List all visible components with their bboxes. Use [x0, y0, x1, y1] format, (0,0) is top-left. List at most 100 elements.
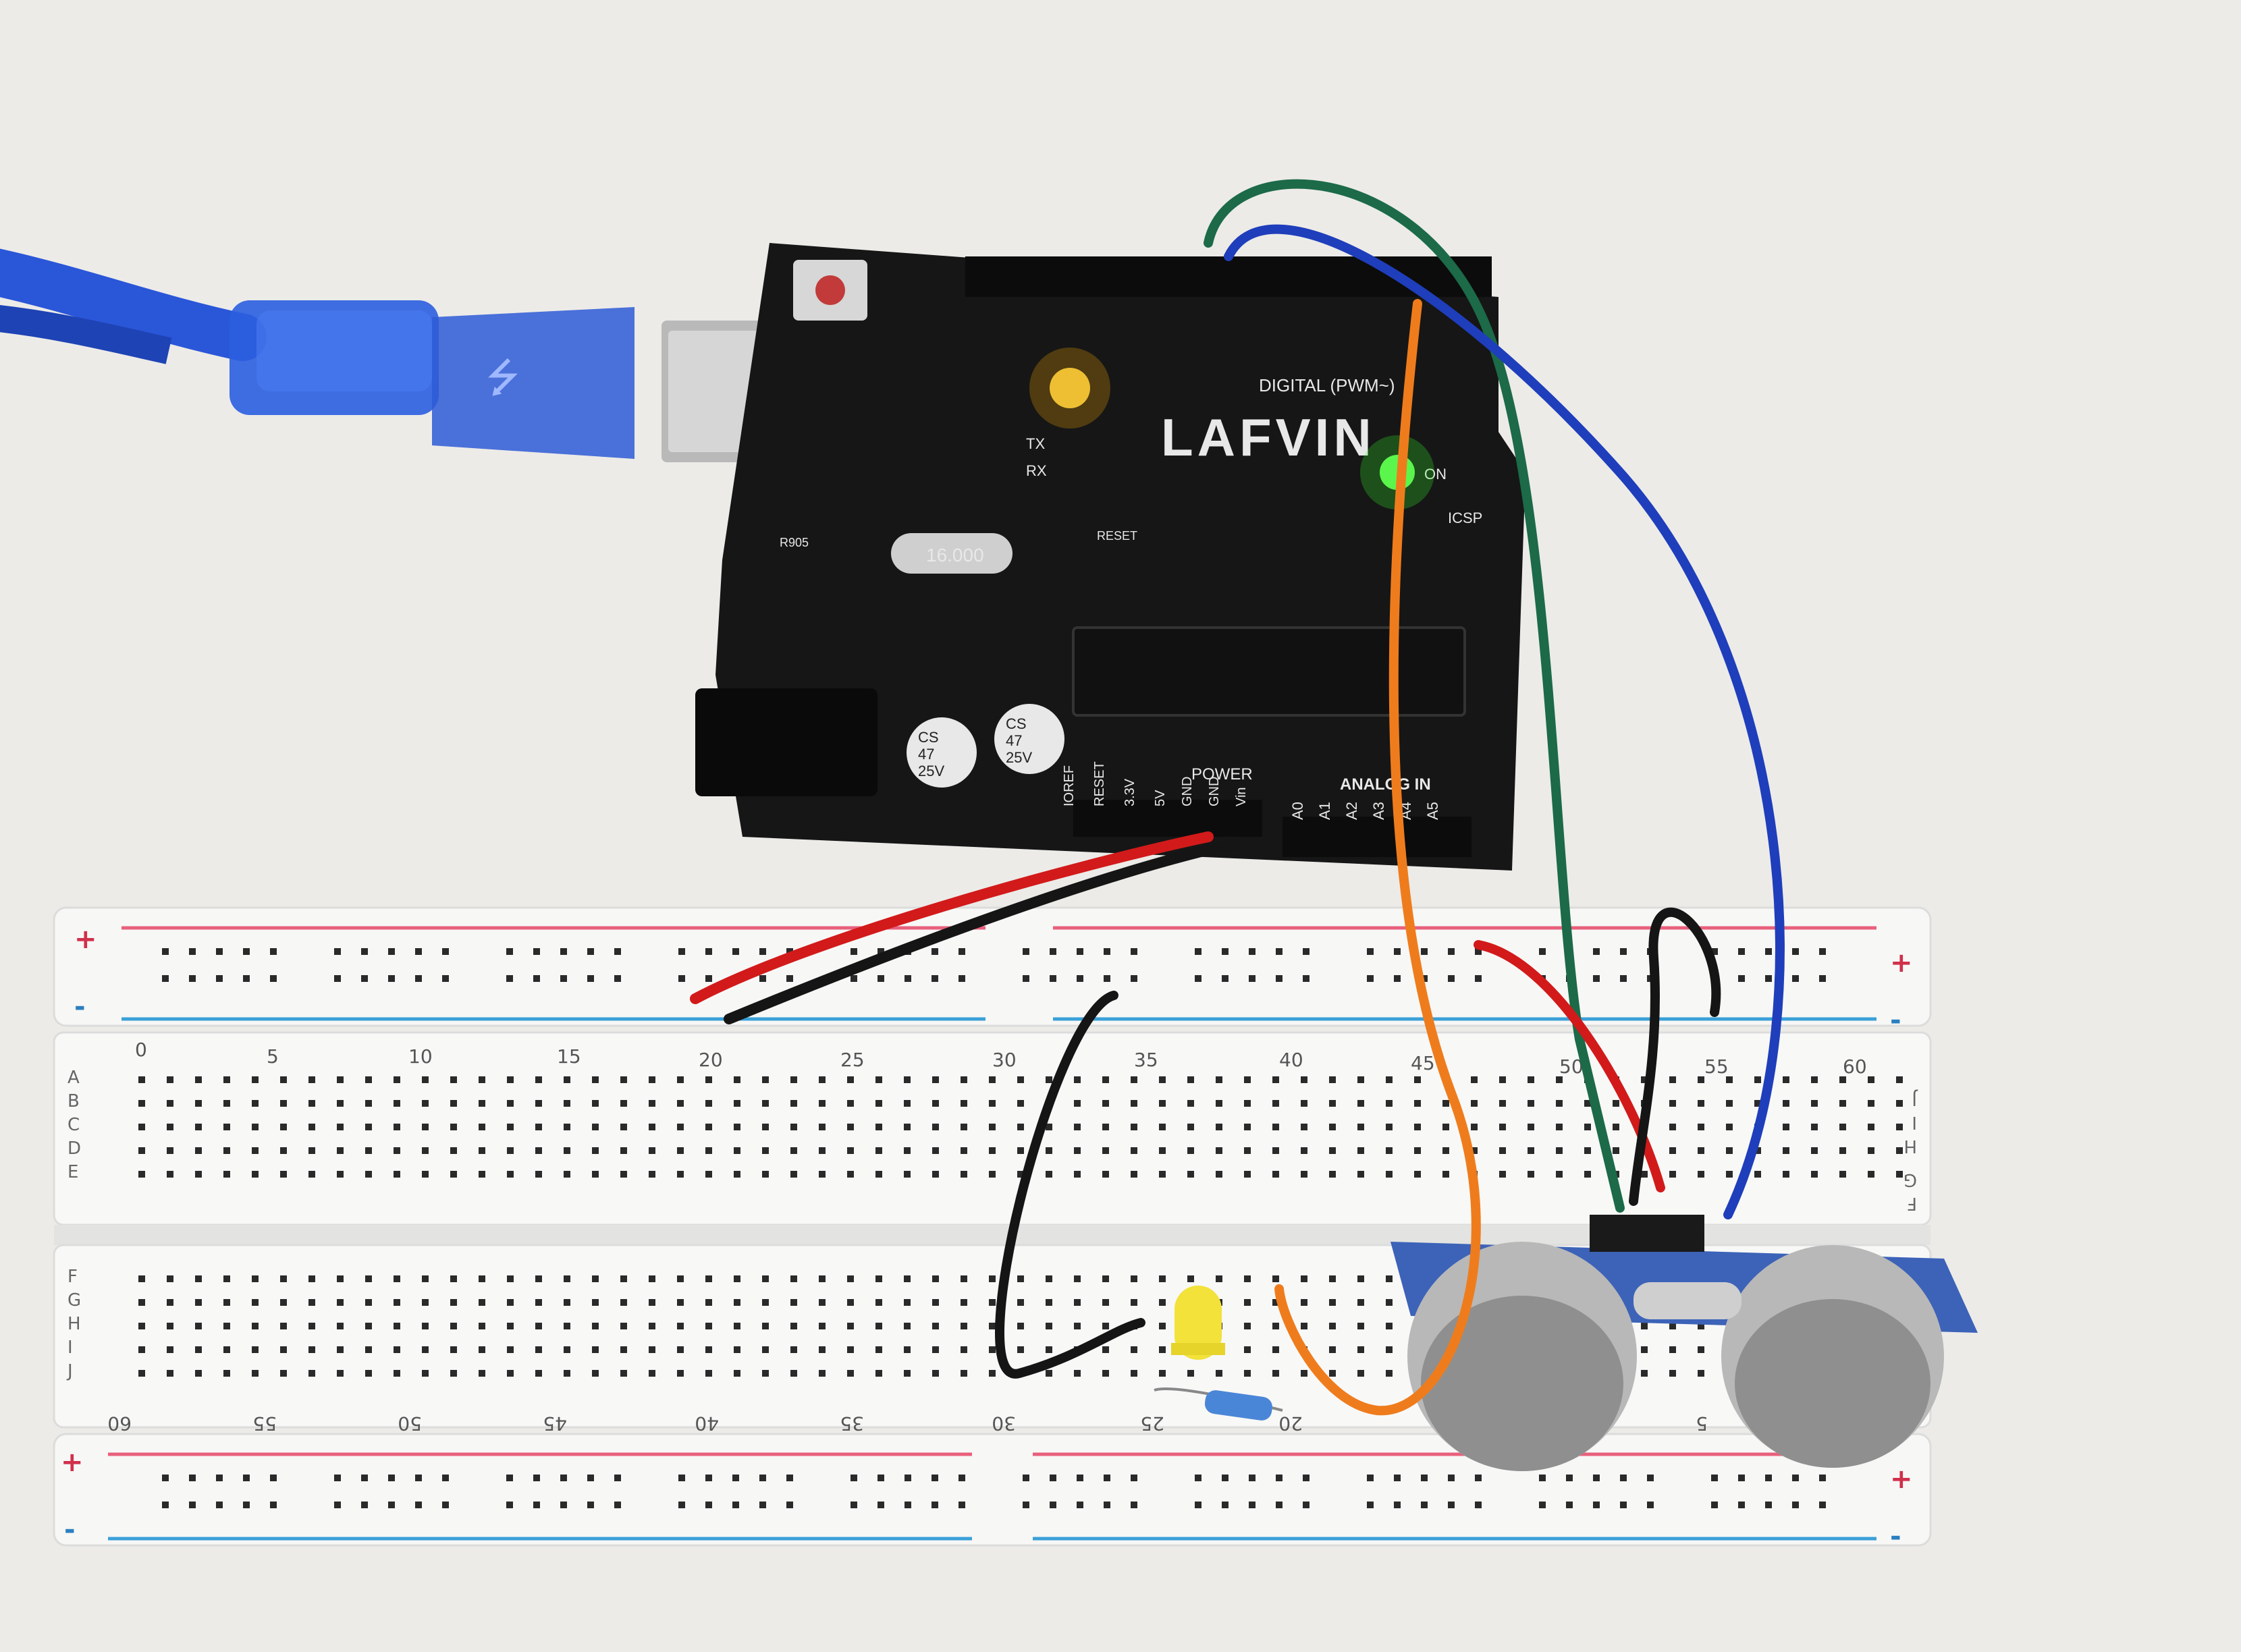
- breadboard-hole: [649, 1299, 655, 1306]
- breadboard-hole: [252, 1076, 259, 1083]
- breadboard-hole: [1448, 1475, 1455, 1481]
- breadboard-hole: [1301, 1147, 1307, 1154]
- capacitor-1: CS 47 25V: [907, 717, 977, 788]
- breadboard-hole: [762, 1100, 769, 1107]
- breadboard-hole: [1475, 1502, 1482, 1508]
- breadboard-hole: [620, 1299, 627, 1306]
- breadboard-hole: [243, 1502, 250, 1508]
- breadboard-hole: [533, 1475, 540, 1481]
- reset-button-cap[interactable]: [815, 275, 845, 305]
- breadboard-hole: [790, 1323, 797, 1329]
- breadboard-hole: [1783, 1100, 1789, 1107]
- breadboard-hole: [790, 1299, 797, 1306]
- breadboard-hole: [1017, 1100, 1024, 1107]
- breadboard-hole: [1738, 1475, 1745, 1481]
- breadboard-hole: [1647, 1475, 1654, 1481]
- breadboard-hole: [1244, 1171, 1251, 1178]
- breadboard-hole: [1442, 1171, 1449, 1178]
- breadboard-hole: [337, 1100, 344, 1107]
- breadboard-hole: [334, 1502, 341, 1508]
- breadboard-hole: [1765, 975, 1772, 982]
- breadboard-hole: [961, 1076, 967, 1083]
- breadboard-hole: [1641, 1076, 1648, 1083]
- breadboard-hole: [959, 948, 965, 955]
- svg-text:25V: 25V: [918, 763, 944, 779]
- icsp-label: ICSP: [1448, 510, 1482, 526]
- breadboard-hole: [1216, 1275, 1222, 1282]
- wire-blue: [1224, 224, 1785, 1219]
- breadboard-hole: [989, 1171, 996, 1178]
- breadboard-hole: [533, 975, 540, 982]
- breadboard-hole: [904, 1275, 911, 1282]
- breadboard-hole: [138, 1171, 145, 1178]
- breadboard-hole: [479, 1370, 485, 1377]
- breadboard-hole: [759, 1475, 766, 1481]
- svg-text:30: 30: [992, 1412, 1016, 1435]
- breadboard-hole: [649, 1346, 655, 1353]
- breadboard-hole: [875, 1171, 882, 1178]
- power-header: [1073, 800, 1262, 837]
- breadboard-hole: [365, 1171, 372, 1178]
- breadboard-hole: [1159, 1370, 1166, 1377]
- breadboard-hole: [223, 1275, 230, 1282]
- breadboard-hole: [1620, 948, 1627, 955]
- breadboard-hole: [678, 1475, 685, 1481]
- breadboard-hole: [904, 1346, 911, 1353]
- breadboard-hole: [592, 1323, 599, 1329]
- breadboard-hole: [1244, 1124, 1251, 1130]
- breadboard-hole: [1329, 1346, 1336, 1353]
- breadboard-hole: [507, 1346, 514, 1353]
- top-plus-left: +: [74, 924, 97, 955]
- bottom-plus-left: +: [61, 1447, 84, 1478]
- breadboard-hole: [1357, 1323, 1364, 1329]
- breadboard-hole: [1566, 1502, 1573, 1508]
- breadboard-hole: [587, 975, 594, 982]
- breadboard-hole: [759, 1502, 766, 1508]
- breadboard-hole: [1159, 1275, 1166, 1282]
- breadboard-hole: [1244, 1076, 1251, 1083]
- svg-text:25V: 25V: [1006, 749, 1032, 766]
- breadboard-hole: [1620, 1475, 1627, 1481]
- breadboard-hole: [1584, 1124, 1591, 1130]
- breadboard-hole: [614, 1475, 621, 1481]
- breadboard-hole: [223, 1100, 230, 1107]
- breadboard-hole: [450, 1323, 457, 1329]
- svg-text:A0: A0: [1289, 802, 1306, 820]
- breadboard-hole: [167, 1124, 173, 1130]
- breadboard-hole: [1303, 1475, 1310, 1481]
- breadboard-hole: [1131, 1147, 1137, 1154]
- breadboard-hole: [1301, 1275, 1307, 1282]
- breadboard-hole: [270, 1502, 277, 1508]
- breadboard-hole: [1329, 1100, 1336, 1107]
- breadboard-hole: [705, 1323, 712, 1329]
- breadboard-hole: [479, 1147, 485, 1154]
- breadboard-hole: [790, 1100, 797, 1107]
- usb-cable: ⭍: [0, 248, 857, 462]
- breadboard-hole: [847, 1100, 854, 1107]
- breadboard-hole: [1593, 948, 1600, 955]
- svg-text:30: 30: [992, 1049, 1017, 1071]
- breadboard-hole: [1159, 1346, 1166, 1353]
- breadboard-hole: [280, 1171, 287, 1178]
- breadboard-hole: [819, 1275, 826, 1282]
- breadboard-hole: [450, 1346, 457, 1353]
- breadboard-hole: [167, 1275, 173, 1282]
- breadboard-hole: [1249, 1475, 1256, 1481]
- breadboard-hole: [904, 1323, 911, 1329]
- breadboard-hole: [394, 1346, 400, 1353]
- breadboard-hole: [1584, 1171, 1591, 1178]
- breadboard-hole: [705, 1299, 712, 1306]
- svg-text:F: F: [1907, 1193, 1917, 1213]
- breadboard-hole: [1641, 1323, 1648, 1329]
- breadboard-hole: [1074, 1323, 1081, 1329]
- breadboard-hole: [223, 1323, 230, 1329]
- breadboard-hole: [847, 1275, 854, 1282]
- breadboard-hole: [847, 1299, 854, 1306]
- breadboard-hole: [705, 1076, 712, 1083]
- breadboard-hole: [535, 1323, 542, 1329]
- bottom-plus-right: +: [1890, 1464, 1913, 1495]
- breadboard-hole: [1131, 1299, 1137, 1306]
- breadboard-hole: [786, 948, 793, 955]
- breadboard-hole: [1216, 1147, 1222, 1154]
- breadboard-hole: [1357, 1076, 1364, 1083]
